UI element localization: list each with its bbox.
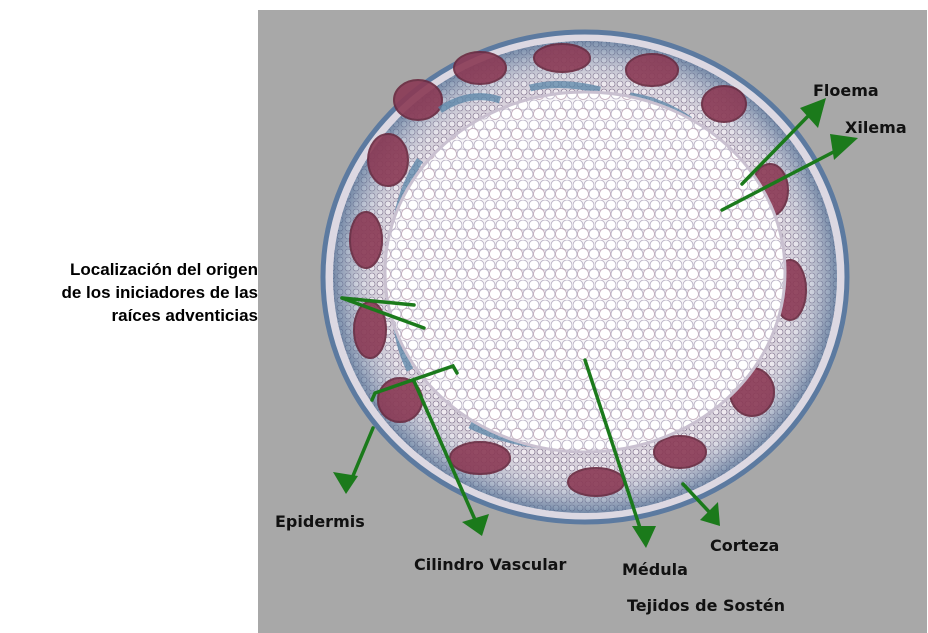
tejidos-sosten-label: Tejidos de Sostén [627,596,785,615]
pith-parenchyma [385,92,785,452]
floema-label: Floema [813,81,879,100]
adventitious-root-origin-label: Localización del origen de los iniciador… [2,258,258,327]
corteza-label: Corteza [710,536,779,555]
stem-cross-section-image [323,32,847,522]
side-label-line-2: de los iniciadores de las [2,281,258,304]
side-label-line-1: Localización del origen [2,258,258,281]
side-label-line-3: raíces adventicias [2,304,258,327]
epidermis-label: Epidermis [275,512,365,531]
cilindro-vascular-label: Cilindro Vascular [414,555,566,574]
medula-label: Médula [622,560,688,579]
xilema-label: Xilema [845,118,907,137]
